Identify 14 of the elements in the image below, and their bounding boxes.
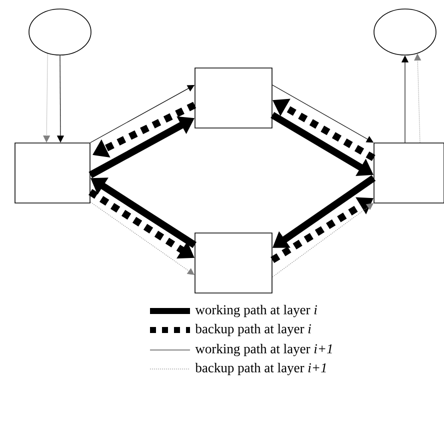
node-box: [14, 142, 90, 204]
node-box: [374, 142, 444, 204]
node-box: [194, 68, 272, 128]
legend-label: backup path at layer i: [195, 324, 311, 336]
legend-label: backup path at layer i+1: [195, 362, 326, 376]
ellipse: [374, 8, 436, 56]
arrow: [43, 53, 50, 142]
ellipse: [28, 8, 92, 56]
arrow: [414, 54, 422, 143]
legend-label: working path at layer i+1: [195, 344, 332, 356]
arrow: [272, 203, 374, 278]
arrow: [90, 202, 194, 275]
node-box: [194, 232, 272, 294]
legend-label: working path at layer i: [195, 304, 317, 318]
